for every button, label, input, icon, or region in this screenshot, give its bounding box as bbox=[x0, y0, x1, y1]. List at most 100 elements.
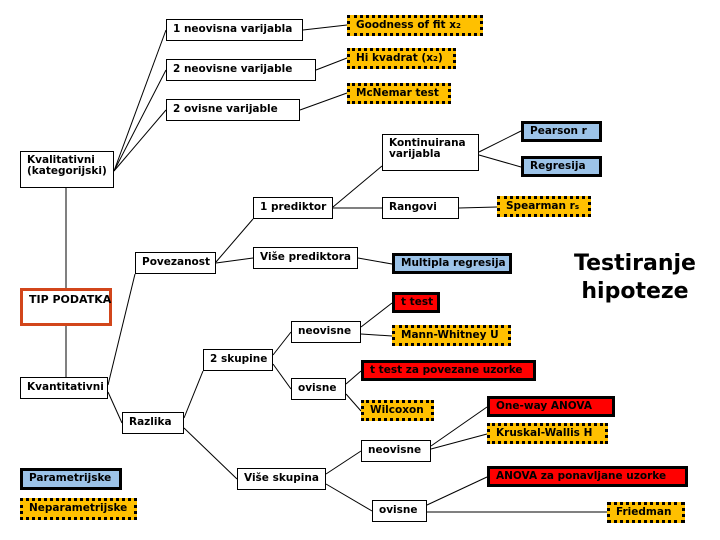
edge-povezanost-to-vise-prediktora bbox=[215, 257, 254, 264]
node-vise-skupina-label: Više skupina bbox=[244, 472, 319, 485]
node-mcnemar-test[interactable]: McNemar test bbox=[347, 83, 451, 104]
edge-jedan-prediktor-to-kontinuirana-varijabla bbox=[332, 165, 383, 208]
node-neovisne-2skupine[interactable]: neovisne bbox=[291, 321, 361, 343]
node-friedman[interactable]: Friedman bbox=[607, 502, 685, 523]
diagram-title-line-2: hipoteze bbox=[581, 278, 689, 304]
node-kruskal-wallis-h-label: Kruskal-Wallis H bbox=[496, 426, 593, 439]
node-dvije-skupine[interactable]: 2 skupine bbox=[203, 349, 273, 371]
node-ovisne-2skupine[interactable]: ovisne bbox=[291, 378, 346, 400]
edge-kvalitativni-to-dvije-neovisne-varijable bbox=[113, 69, 167, 172]
node-jedna-neovisna-varijabla[interactable]: 1 neovisna varijabla bbox=[166, 19, 303, 41]
node-dvije-ovisne-varijable-label: 2 ovisne varijable bbox=[173, 103, 278, 116]
edge-kvalitativni-to-dvije-ovisne-varijable bbox=[113, 109, 167, 172]
node-povezanost[interactable]: Povezanost bbox=[135, 252, 216, 274]
edge-dvije-skupine-to-ovisne-2skupine bbox=[272, 363, 292, 390]
node-vise-prediktora[interactable]: Više prediktora bbox=[253, 247, 358, 269]
node-kontinuirana-varijabla-line-1: Kontinuirana bbox=[389, 137, 466, 149]
edge-vise-skupina-to-neovisne-viseskupina bbox=[325, 450, 362, 475]
node-tip-podatka-label: TIP PODATKA bbox=[29, 293, 112, 306]
edge-neovisne-viseskupina-to-kruskal-wallis-h bbox=[430, 433, 488, 450]
node-kvalitativni[interactable]: Kvalitativni(kategorijski) bbox=[20, 151, 114, 188]
edge-rangovi-to-spearman-rs bbox=[458, 206, 498, 209]
edge-neovisne-2skupine-to-mann-whitney-u bbox=[360, 333, 393, 337]
edge-kontinuirana-varijabla-to-regresija bbox=[478, 154, 522, 168]
node-vise-prediktora-label: Više prediktora bbox=[260, 251, 351, 264]
node-pearson-r[interactable]: Pearson r bbox=[521, 121, 602, 142]
node-tip-podatka[interactable]: TIP PODATKA bbox=[20, 288, 112, 326]
node-kvalitativni-line-2: (kategorijski) bbox=[27, 165, 107, 178]
edge-razlika-to-vise-skupina bbox=[183, 427, 238, 480]
edge-kvalitativni-to-jedna-neovisna-varijabla bbox=[113, 29, 167, 172]
node-friedman-label: Friedman bbox=[616, 505, 672, 518]
node-multipla-regresija[interactable]: Multipla regresija bbox=[392, 253, 512, 274]
node-neovisne-viseskupina-label: neovisne bbox=[368, 444, 422, 457]
edge-kvantitativni-to-razlika bbox=[107, 391, 123, 424]
diagram-title: Testiranje hipoteze bbox=[560, 250, 710, 305]
node-wilcoxon[interactable]: Wilcoxon bbox=[361, 400, 434, 421]
node-hi-kvadrat-superscript: 2 bbox=[432, 53, 438, 63]
node-razlika[interactable]: Razlika bbox=[122, 412, 184, 434]
node-razlika-label: Razlika bbox=[129, 416, 172, 429]
node-multipla-regresija-label: Multipla regresija bbox=[401, 256, 506, 269]
node-wilcoxon-label: Wilcoxon bbox=[370, 403, 424, 416]
node-t-test-povezane[interactable]: t test za povezane uzorke bbox=[361, 360, 536, 381]
node-dvije-skupine-label: 2 skupine bbox=[210, 353, 268, 366]
node-jedan-prediktor[interactable]: 1 prediktor bbox=[253, 197, 333, 219]
node-hi-kvadrat-label: Hi kvadrat (x bbox=[356, 51, 433, 64]
edge-vise-prediktora-to-multipla-regresija bbox=[357, 257, 393, 265]
node-one-way-anova-label: One-way ANOVA bbox=[496, 399, 592, 412]
edge-jedna-neovisna-varijabla-to-goodness-of-fit bbox=[302, 24, 348, 31]
node-ovisne-2skupine-label: ovisne bbox=[298, 382, 337, 395]
node-rangovi-label: Rangovi bbox=[389, 201, 437, 214]
legend-item-legend-nonparametric[interactable]: Neparametrijske bbox=[20, 498, 137, 520]
node-ovisne-viseskupina[interactable]: ovisne bbox=[372, 500, 427, 522]
node-dvije-ovisne-varijable[interactable]: 2 ovisne varijable bbox=[166, 99, 300, 121]
node-rangovi[interactable]: Rangovi bbox=[382, 197, 459, 219]
edge-kvantitativni-to-povezanost bbox=[107, 273, 136, 386]
edge-neovisne-viseskupina-to-one-way-anova bbox=[430, 406, 488, 447]
node-regresija[interactable]: Regresija bbox=[521, 156, 602, 177]
node-dvije-neovisne-varijable-label: 2 neovisne varijable bbox=[173, 63, 293, 76]
edge-ovisne-2skupine-to-t-test-povezane bbox=[345, 370, 362, 385]
node-spearman-rs-subscript: s bbox=[574, 201, 580, 211]
node-goodness-of-fit-label: Goodness of fit x bbox=[356, 18, 456, 31]
node-kontinuirana-varijabla-line-2: varijabla bbox=[389, 148, 441, 161]
edge-dvije-ovisne-varijable-to-mcnemar-test bbox=[299, 92, 348, 111]
node-kvantitativni-label: Kvantitativni bbox=[27, 381, 104, 394]
node-hi-kvadrat-tail: ) bbox=[437, 51, 443, 64]
node-vise-skupina[interactable]: Više skupina bbox=[237, 468, 326, 490]
node-neovisne-viseskupina[interactable]: neovisne bbox=[361, 440, 431, 462]
node-one-way-anova[interactable]: One-way ANOVA bbox=[487, 396, 615, 417]
node-mann-whitney-u[interactable]: Mann-Whitney U bbox=[392, 325, 511, 346]
node-jedan-prediktor-label: 1 prediktor bbox=[260, 201, 327, 214]
node-pearson-r-label: Pearson r bbox=[530, 124, 587, 137]
edge-ovisne-2skupine-to-wilcoxon bbox=[345, 393, 362, 412]
node-mcnemar-test-label: McNemar test bbox=[356, 86, 439, 99]
node-kruskal-wallis-h[interactable]: Kruskal-Wallis H bbox=[487, 423, 608, 444]
node-t-test-povezane-label: t test za povezane uzorke bbox=[370, 363, 523, 376]
legend-item-legend-parametric[interactable]: Parametrijske bbox=[20, 468, 122, 490]
node-goodness-of-fit-superscript: 2 bbox=[455, 20, 461, 30]
node-mann-whitney-u-label: Mann-Whitney U bbox=[401, 328, 499, 341]
node-dvije-neovisne-varijable[interactable]: 2 neovisne varijable bbox=[166, 59, 316, 81]
node-spearman-rs-label: Spearman r bbox=[506, 199, 575, 212]
node-t-test[interactable]: t test bbox=[392, 292, 440, 313]
node-neovisne-2skupine-label: neovisne bbox=[298, 325, 352, 338]
node-jedna-neovisna-varijabla-label: 1 neovisna varijabla bbox=[173, 23, 293, 36]
legend-item-legend-parametric-label: Parametrijske bbox=[29, 472, 112, 485]
node-povezanost-label: Povezanost bbox=[142, 256, 211, 269]
node-t-test-label: t test bbox=[401, 295, 434, 308]
legend-item-legend-nonparametric-label: Neparametrijske bbox=[29, 502, 128, 515]
node-kvantitativni[interactable]: Kvantitativni bbox=[20, 377, 108, 399]
node-anova-ponavljane-label: ANOVA za ponavljane uzorke bbox=[496, 469, 667, 482]
edge-vise-skupina-to-ovisne-viseskupina bbox=[325, 483, 373, 512]
edge-ovisne-viseskupina-to-anova-ponavljane bbox=[426, 476, 488, 506]
node-anova-ponavljane[interactable]: ANOVA za ponavljane uzorke bbox=[487, 466, 688, 487]
node-ovisne-viseskupina-label: ovisne bbox=[379, 504, 418, 517]
